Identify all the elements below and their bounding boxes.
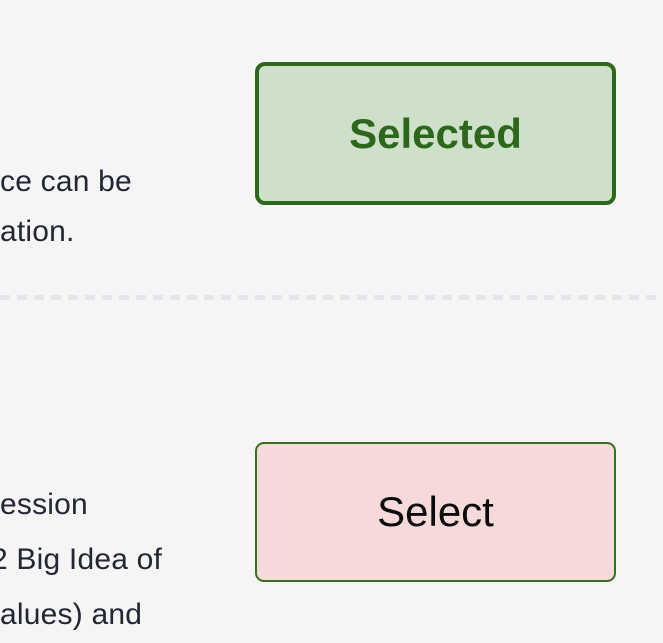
select-button[interactable]: Select (255, 442, 616, 582)
question-text-line: ation. (0, 215, 75, 248)
selected-button[interactable]: Selected (255, 62, 616, 205)
question-text-line: ce can be (0, 165, 132, 198)
question-text: ession 2 Big Idea of alues) and (0, 477, 162, 642)
dashed-divider (0, 295, 663, 300)
question-text-line: alues) and (0, 598, 143, 631)
question-text-line: 2 Big Idea of (0, 543, 163, 576)
question-text: ce can be ation. (0, 157, 132, 257)
question-text-line: ession (0, 488, 88, 521)
